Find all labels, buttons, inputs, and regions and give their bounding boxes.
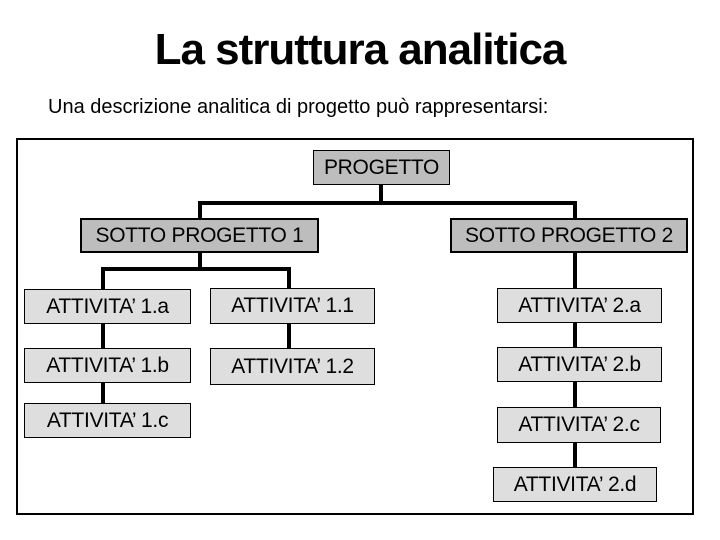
node-attivita-11: ATTIVITA’ 1.1 <box>210 288 375 324</box>
node-sotto-progetto-1: SOTTO PROGETTO 1 <box>80 218 319 253</box>
node-attivita-12: ATTIVITA’ 1.2 <box>210 348 375 385</box>
node-attivita-2a: ATTIVITA’ 2.a <box>497 288 662 323</box>
node-attivita-1b: ATTIVITA’ 1.b <box>24 348 191 383</box>
node-attivita-2d: ATTIVITA’ 2.d <box>493 467 657 502</box>
connector-2b-2c <box>573 370 577 420</box>
node-sotto-progetto-2: SOTTO PROGETTO 2 <box>450 218 688 253</box>
slide-subtitle: Una descrizione analitica di progetto pu… <box>48 96 549 118</box>
node-attivita-1a: ATTIVITA’ 1.a <box>24 289 191 324</box>
connector-sottoprogetto-2-2a <box>573 240 577 300</box>
connector-elbow-attivita-11 <box>287 267 291 300</box>
connector-1a-1b <box>101 310 105 360</box>
connector-elbow-attivita-1a <box>101 267 105 300</box>
connector-main-horizontal <box>198 201 577 205</box>
connector-drop-sottoprogetto-1 <box>198 201 202 231</box>
connector-sottoprogetto-1-stem <box>198 240 202 271</box>
connector-2a-2b <box>573 310 577 360</box>
diagram-frame <box>16 138 694 515</box>
connector-2c-2d <box>573 430 577 480</box>
connector-1b-1c <box>101 370 105 415</box>
node-attivita-2b: ATTIVITA’ 2.b <box>497 347 662 382</box>
connector-progetto-stem <box>379 168 383 205</box>
node-progetto: PROGETTO <box>313 150 450 185</box>
connector-drop-sottoprogetto-2 <box>573 201 577 231</box>
slide-title: La struttura analitica <box>154 25 567 74</box>
connector-branch-horizontal <box>101 267 291 271</box>
node-attivita-1c: ATTIVITA’ 1.c <box>24 403 191 438</box>
connector-11-12 <box>287 310 291 360</box>
node-attivita-2c: ATTIVITA’ 2.c <box>497 407 661 443</box>
